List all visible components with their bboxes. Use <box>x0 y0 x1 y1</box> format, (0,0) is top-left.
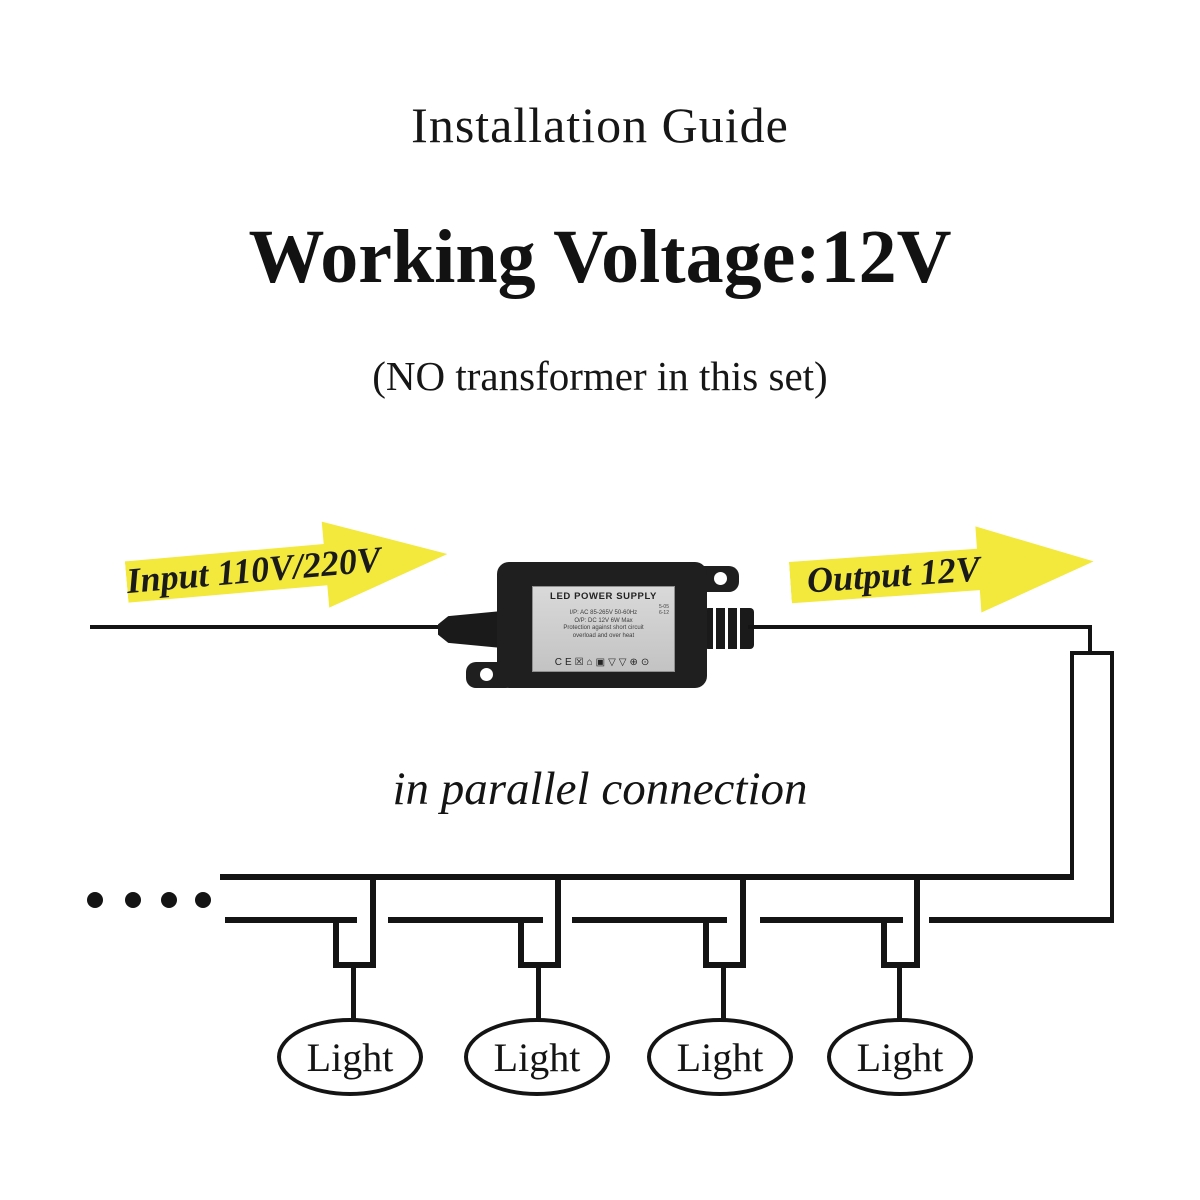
certification-icons: CE☒⌂▣▽▽⊕⊙ <box>533 657 674 668</box>
output-split-jog <box>1070 651 1114 655</box>
bus-wire-top <box>220 874 1074 880</box>
light-node: Light <box>464 1018 610 1096</box>
output-arrow-label: Output 12V <box>805 548 982 601</box>
light-node: Light <box>827 1018 973 1096</box>
output-arrow: Output 12V <box>787 517 1097 628</box>
feed-wire-inner <box>1070 651 1074 880</box>
power-supply-specs: I/P: AC 85-265V 50-60Hz O/P: DC 12V 6W M… <box>533 610 674 640</box>
mounting-hole <box>714 572 727 585</box>
mounting-hole <box>480 668 493 681</box>
spec-line: O/P: DC 12V 6W Max <box>574 617 633 624</box>
indoor-use-icon: ⌂ <box>586 657 596 668</box>
page-title: Installation Guide <box>411 97 789 153</box>
circle-cert-icon: ⊕ <box>629 657 641 668</box>
triangle-icon: ▽ <box>608 657 619 668</box>
bus-wire-bottom-segment <box>388 917 543 923</box>
continuation-dot <box>195 892 211 908</box>
continuation-dot <box>125 892 141 908</box>
light-label: Light <box>676 1034 764 1080</box>
spec-line: Protection against short circuit <box>563 625 644 632</box>
light-label: Light <box>856 1034 944 1080</box>
branch-wire-right <box>370 874 376 968</box>
light-label: Light <box>306 1034 394 1080</box>
light-drop-wire <box>351 962 356 1020</box>
power-supply-model-codes: 5-05 6-12 <box>659 604 669 616</box>
cable-strain-relief <box>438 611 502 648</box>
model-code-line: 6-12 <box>658 610 669 616</box>
branch-wire-left <box>703 917 709 967</box>
working-voltage-headline: Working Voltage:12V <box>248 215 952 299</box>
spec-line: overload and over heat <box>572 632 635 639</box>
model-code-line: 5-05 <box>658 604 669 610</box>
crossed-bin-icon: ☒ <box>574 657 587 668</box>
bus-wire-bottom-segment <box>760 917 903 923</box>
output-wire <box>748 625 1092 629</box>
power-supply-label-title: LED POWER SUPPLY <box>550 591 657 602</box>
cable-strain-relief <box>704 608 754 649</box>
light-drop-wire <box>536 962 541 1020</box>
bus-wire-bottom-segment <box>225 917 357 923</box>
parallel-connection-caption: in parallel connection <box>392 763 808 815</box>
branch-wire-left <box>881 917 887 967</box>
no-transformer-note: (NO transformer in this set) <box>372 353 828 399</box>
branch-wire-left <box>518 917 524 967</box>
class2-icon: ▣ <box>595 657 609 668</box>
feed-wire-outer <box>1110 651 1114 923</box>
triangle-icon: ▽ <box>618 657 630 668</box>
light-label: Light <box>493 1034 581 1080</box>
bus-wire-bottom-segment <box>929 917 1114 923</box>
circle-cert-icon: ⊙ <box>640 657 653 668</box>
light-drop-wire <box>897 962 902 1020</box>
spec-line: I/P: AC 85-265V 50-60Hz <box>569 610 638 616</box>
branch-wire-right <box>740 874 746 968</box>
continuation-dot <box>87 892 103 908</box>
light-node: Light <box>647 1018 793 1096</box>
power-supply-label: LED POWER SUPPLY 5-05 6-12 I/P: AC 85-26… <box>532 586 675 672</box>
input-arrow: Input 110V/220V <box>123 509 452 627</box>
branch-wire-left <box>333 917 339 967</box>
branch-wire-right <box>555 874 561 968</box>
light-drop-wire <box>721 962 726 1020</box>
output-wire-corner <box>1088 625 1092 655</box>
continuation-dot <box>161 892 177 908</box>
light-node: Light <box>277 1018 423 1096</box>
branch-wire-right <box>914 874 920 968</box>
bus-wire-bottom-segment <box>572 917 727 923</box>
input-wire <box>90 625 450 629</box>
ce-mark-icon: CE <box>554 657 575 668</box>
